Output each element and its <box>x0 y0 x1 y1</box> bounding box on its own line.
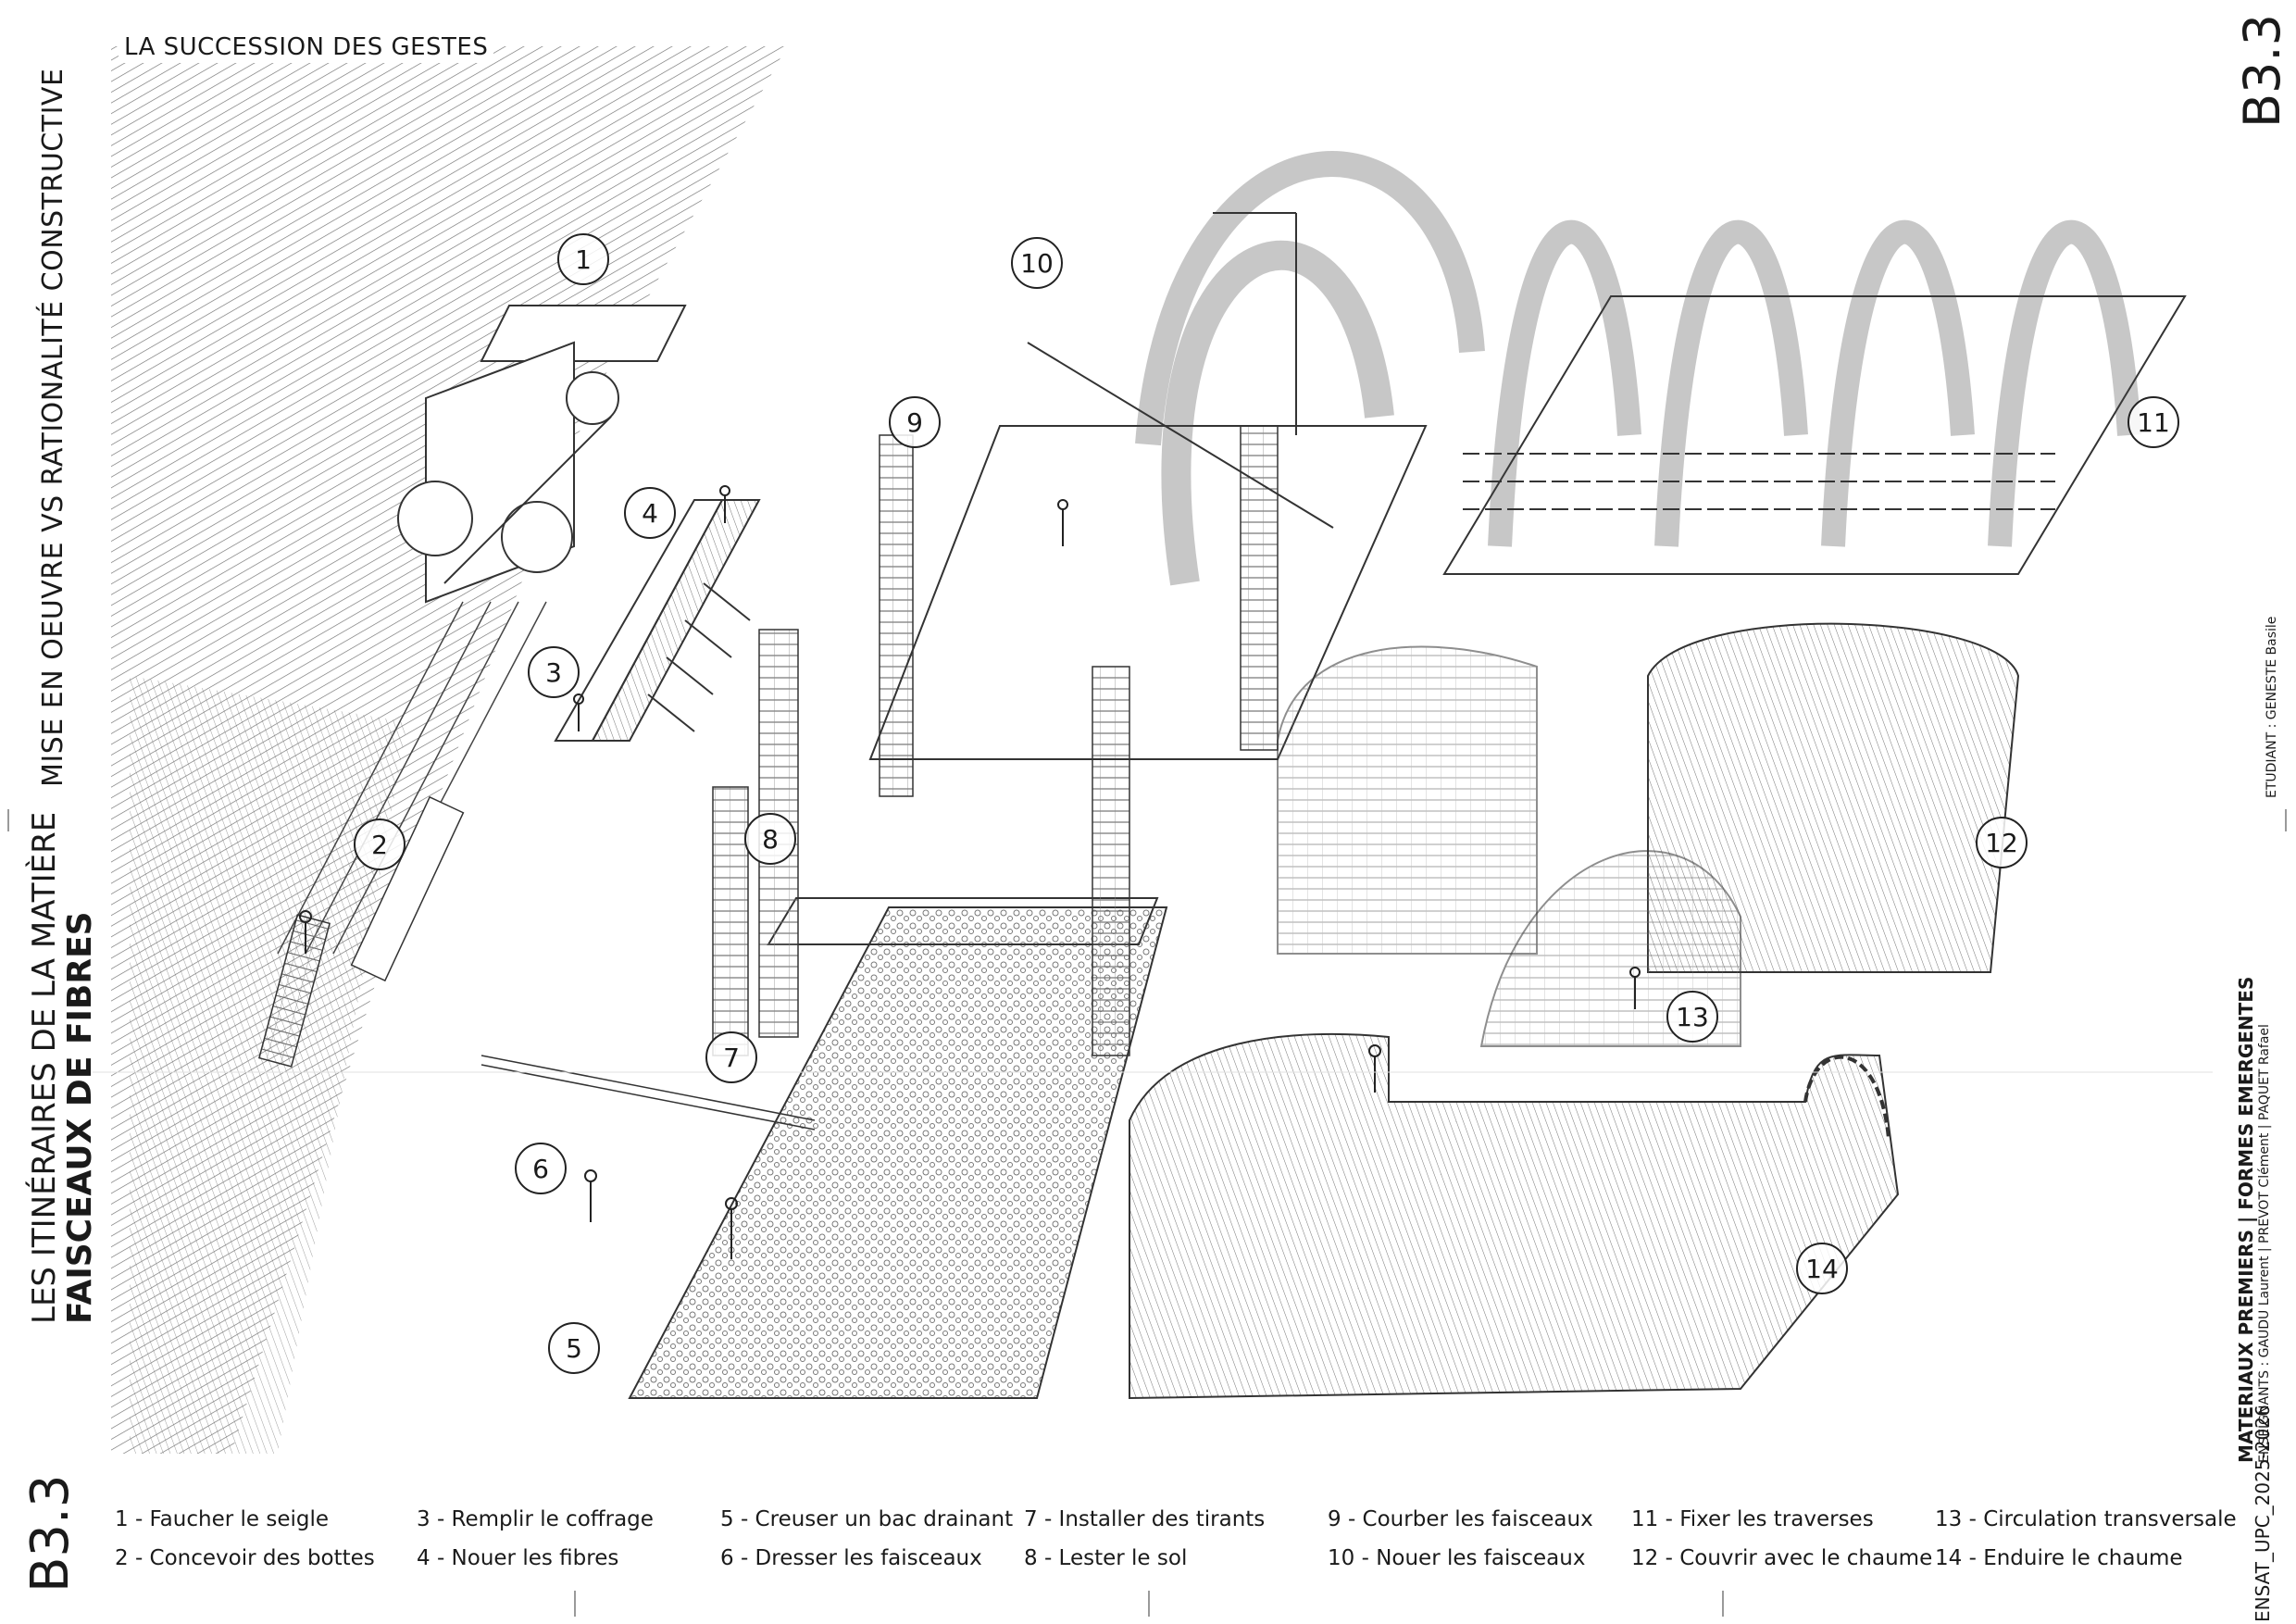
legend-item: 2 - Concevoir des bottes <box>115 1546 375 1570</box>
chapter-title-vertical: LES ITINÉRAIRES DE LA MATIÈRE <box>26 811 63 1324</box>
legend-item: 14 - Enduire le chaume <box>1935 1546 2183 1570</box>
harvester <box>397 305 687 604</box>
step-marker-8: 8 <box>744 813 796 865</box>
step-marker-11: 11 <box>2128 396 2179 448</box>
step-marker-2: 2 <box>354 818 406 870</box>
step-marker-10: 10 <box>1011 237 1063 289</box>
page-code-text: B3.3 <box>2233 14 2291 128</box>
step-marker-4: 4 <box>624 487 676 539</box>
bottom-tick <box>574 1591 576 1617</box>
legend-item: 9 - Courber les faisceaux <box>1328 1507 1593 1531</box>
section-title-vertical: FAISCEAUX DE FIBRES <box>61 911 99 1324</box>
legend-item: 10 - Nouer les faisceaux <box>1328 1546 1586 1570</box>
legend-item: 6 - Dresser les faisceaux <box>720 1546 982 1570</box>
student-caption: ETUDIANT : GENESTE Basile <box>2265 616 2279 798</box>
step-marker-1: 1 <box>557 233 609 285</box>
step-marker-5: 5 <box>548 1322 600 1374</box>
page-code-top: B3.3 <box>2227 14 2291 130</box>
course-caption: MATERIAUX PREMIERS | FORMES EMERGENTES <box>2235 976 2257 1463</box>
legend-item: 7 - Installer des tirants <box>1024 1507 1266 1531</box>
bottom-tick <box>1148 1591 1150 1617</box>
page-code-left: B3.3 <box>20 1474 81 1593</box>
legend-item: 12 - Couvrir avec le chaume <box>1631 1546 1933 1570</box>
legend-item: 13 - Circulation transversale <box>1935 1507 2237 1531</box>
left-tick <box>7 809 9 831</box>
step-marker-3: 3 <box>528 646 580 698</box>
step-marker-13: 13 <box>1666 991 1718 1043</box>
drainage-pit <box>628 897 1168 1399</box>
legend-item: 4 - Nouer les fibres <box>417 1546 619 1570</box>
step-marker-14: 14 <box>1796 1243 1848 1294</box>
legend-item: 8 - Lester le sol <box>1024 1546 1188 1570</box>
bundles-on-ground <box>257 795 465 1068</box>
coated-vault <box>1129 1032 1900 1400</box>
formwork <box>554 499 761 742</box>
teachers-caption: ENSEIGNANTS : GAUDU Laurent | PREVOT Clé… <box>2257 1024 2272 1463</box>
legend-item: 5 - Creuser un bac drainant <box>720 1507 1014 1531</box>
step-marker-12: 12 <box>1976 817 2028 868</box>
bottom-tick <box>1722 1591 1724 1617</box>
legend-item: 3 - Remplir le coffrage <box>417 1507 654 1531</box>
transverse-frame <box>1442 219 2187 575</box>
school-caption: ENSAT_UPC_2025-2026 <box>2252 1405 2274 1622</box>
steps-legend: 1 - Faucher le seigle 2 - Concevoir des … <box>115 1502 2237 1576</box>
step-marker-9: 9 <box>889 396 941 448</box>
right-tick <box>2285 809 2287 831</box>
legend-item: 11 - Fixer les traverses <box>1631 1507 1874 1531</box>
step-marker-6: 6 <box>515 1143 567 1194</box>
header-label: LA SUCCESSION DES GESTES <box>119 31 494 63</box>
subtitle-vertical: MISE EN OEUVRE VS RATIONALITÉ CONSTRUCTI… <box>37 68 69 787</box>
construction-sequence-drawing <box>93 46 2213 1454</box>
rye-field <box>111 46 787 1454</box>
step-marker-7: 7 <box>705 1031 757 1083</box>
legend-item: 1 - Faucher le seigle <box>115 1507 329 1531</box>
thatched-vault <box>1277 622 2020 1047</box>
workers <box>299 485 1641 1259</box>
